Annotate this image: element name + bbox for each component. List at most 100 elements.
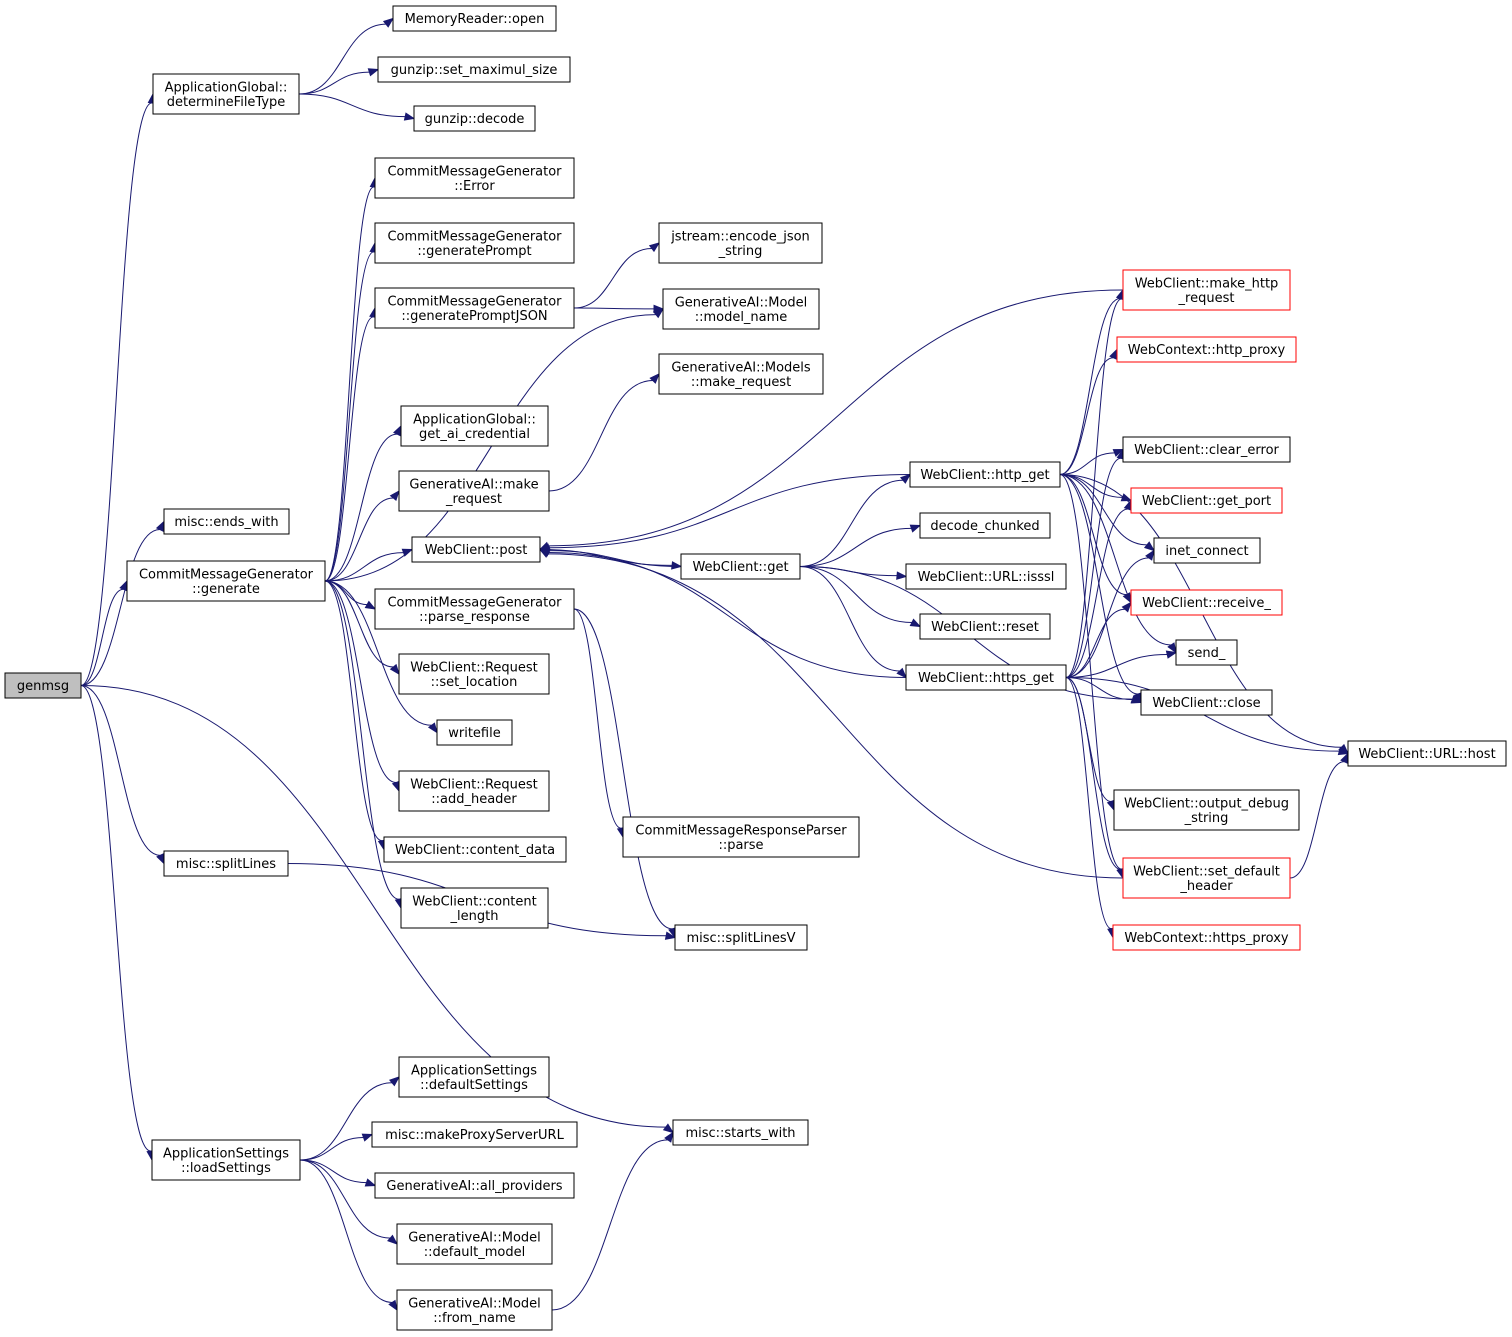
node-box [658, 353, 824, 395]
node-https_proxy[interactable]: WebContext::https_proxy [1112, 924, 1301, 951]
node-label-line: GenerativeAI::Model [408, 1230, 541, 1245]
node-determineFileType[interactable]: ApplicationGlobal::determineFileType [152, 73, 300, 115]
arrowhead-icon [389, 489, 400, 502]
node-encode_json_string[interactable]: jstream::encode_json_string [658, 222, 823, 264]
node-url_host[interactable]: WebClient::URL::host [1347, 740, 1507, 767]
node-all_providers[interactable]: GenerativeAI::all_providers [374, 1172, 575, 1199]
node-default_model[interactable]: GenerativeAI::Model::default_model [396, 1223, 553, 1265]
call-edge-line [298, 23, 386, 95]
node-box [1122, 436, 1291, 463]
arrowhead-icon [664, 1131, 674, 1143]
node-writefile[interactable]: writefile [436, 719, 513, 746]
call-edge-line [1065, 677, 1133, 701]
node-cmrp_parse[interactable]: CommitMessageResponseParser::parse [622, 816, 860, 858]
node-label-line: GenerativeAI::all_providers [386, 1179, 562, 1194]
node-label-line: misc::makeProxyServerURL [385, 1128, 564, 1143]
call-edge-https_get-to-url_host [1065, 677, 1350, 756]
node-url_isssl[interactable]: WebClient::URL::isssl [905, 563, 1067, 590]
node-https_get[interactable]: WebClient::https_get [905, 664, 1067, 691]
node-make_http_request[interactable]: WebClient::make_http_request [1122, 269, 1291, 311]
node-wc_reset[interactable]: WebClient::reset [919, 613, 1051, 640]
node-ai_make_request[interactable]: GenerativeAI::make_request [398, 470, 550, 512]
call-edge-line [1059, 298, 1121, 475]
call-edge-line [299, 1137, 364, 1161]
node-req_set_location[interactable]: WebClient::Request::set_location [398, 653, 550, 695]
node-label-line: decode_chunked [930, 519, 1039, 534]
node-set_default_header[interactable]: WebClient::set_default_header [1122, 857, 1291, 899]
node-genmsg: genmsg [4, 672, 82, 699]
node-ends_with[interactable]: misc::ends_with [163, 508, 290, 535]
arrowhead-icon [664, 931, 677, 940]
node-decode_chunked[interactable]: decode_chunked [919, 512, 1051, 539]
node-defaultSettings[interactable]: ApplicationSettings::defaultSettings [398, 1056, 550, 1098]
node-splitLines[interactable]: misc::splitLines [163, 850, 289, 877]
node-cmg_generatePrompt[interactable]: CommitMessageGenerator::generatePrompt [374, 222, 575, 264]
node-makeProxyServerURL[interactable]: misc::makeProxyServerURL [371, 1121, 578, 1148]
node-label-line: ::defaultSettings [420, 1078, 528, 1093]
node-get_ai_credential[interactable]: ApplicationGlobal::get_ai_credential [400, 405, 549, 447]
arrowhead-icon [1122, 592, 1132, 604]
arrowhead-icon [909, 524, 922, 533]
node-get_port[interactable]: WebClient::get_port [1130, 487, 1283, 514]
node-box [398, 470, 550, 512]
node-clear_error[interactable]: WebClient::clear_error [1122, 436, 1291, 463]
node-label-line: ::generatePrompt [417, 244, 531, 259]
node-http_proxy[interactable]: WebContext::http_proxy [1116, 336, 1297, 363]
node-splitLinesV[interactable]: misc::splitLinesV [674, 924, 808, 951]
node-model_name[interactable]: GenerativeAI::Model::model_name [662, 288, 820, 330]
call-edge-wc_get-to-wc_reset [799, 566, 922, 628]
node-label-line: ::default_model [424, 1245, 525, 1260]
node-wc_get[interactable]: WebClient::get [680, 553, 801, 580]
node-label-line: ::generate [192, 582, 260, 597]
call-edge-line [324, 433, 398, 582]
node-wc_close[interactable]: WebClient::close [1140, 689, 1273, 716]
node-cmg_parse_response[interactable]: CommitMessageGenerator::parse_response [374, 588, 575, 630]
node-content_length[interactable]: WebClient::content_length [400, 887, 549, 929]
node-cmg_generatePromptJSON[interactable]: CommitMessageGenerator::generatePromptJS… [374, 287, 575, 329]
call-edge-line [548, 474, 911, 549]
node-label-line: CommitMessageGenerator [139, 567, 314, 582]
node-send_[interactable]: send_ [1175, 639, 1238, 666]
node-box [374, 287, 575, 329]
node-models_make_request[interactable]: GenerativeAI::Models::make_request [658, 353, 824, 395]
call-edge-https_get-to-set_default_header [1065, 677, 1125, 880]
node-cmg_generate[interactable]: CommitMessageGenerator::generate [126, 560, 326, 602]
node-label-line: ::loadSettings [181, 1161, 271, 1176]
call-edge-line [799, 479, 904, 567]
node-box [163, 850, 289, 877]
node-label-line: determineFileType [167, 95, 286, 110]
node-inet_connect[interactable]: inet_connect [1153, 537, 1261, 564]
node-box [398, 653, 550, 695]
call-edge-line [1059, 357, 1114, 475]
call-edge-line [1065, 608, 1126, 678]
node-req_add_header[interactable]: WebClient::Request::add_header [398, 770, 550, 812]
node-wc_post[interactable]: WebClient::post [411, 536, 541, 563]
node-cmg_Error[interactable]: CommitMessageGenerator::Error [374, 157, 575, 199]
node-receive_[interactable]: WebClient::receive_ [1130, 589, 1283, 616]
node-box [1112, 924, 1301, 951]
node-from_name[interactable]: GenerativeAI::Model::from_name [396, 1289, 553, 1331]
node-box [371, 1121, 578, 1148]
node-label-line: WebClient::http_get [920, 468, 1049, 483]
node-label-line: jstream::encode_json [670, 229, 810, 244]
node-MemoryReader_open[interactable]: MemoryReader::open [392, 5, 557, 32]
node-gunzip_decode[interactable]: gunzip::decode [413, 105, 536, 132]
node-loadSettings[interactable]: ApplicationSettings::loadSettings [151, 1139, 301, 1181]
node-content_data[interactable]: WebClient::content_data [383, 836, 567, 863]
node-label-line: misc::starts_with [685, 1126, 795, 1141]
arrowhead-icon [387, 1234, 399, 1245]
node-output_debug_string[interactable]: WebClient::output_debug_string [1113, 789, 1300, 831]
node-box [1130, 589, 1283, 616]
node-starts_with[interactable]: misc::starts_with [672, 1119, 809, 1146]
node-set_maximul_size[interactable]: gunzip::set_maximul_size [377, 56, 571, 83]
arrowhead-icon [538, 541, 551, 551]
node-http_get[interactable]: WebClient::http_get [909, 461, 1061, 488]
call-edge-line [1065, 457, 1121, 678]
call-edge-cmg_generatePromptJSON-to-model_name [573, 304, 665, 314]
call-edge-cmg_generate-to-cmg_generatePrompt [324, 241, 378, 582]
arrowhead-icon [538, 548, 551, 558]
arrowhead-icon [1337, 746, 1350, 756]
node-label-line: gunzip::decode [425, 112, 525, 127]
call-edge-line [1065, 653, 1168, 678]
